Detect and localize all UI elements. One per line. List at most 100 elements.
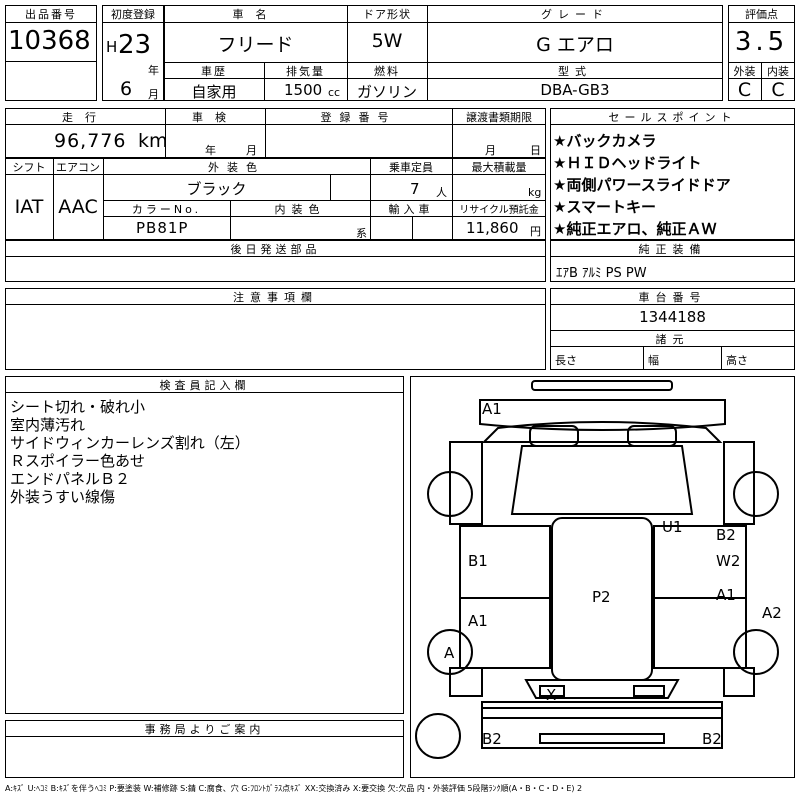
lot-box: [5, 5, 97, 101]
int-label: 内装: [767, 65, 789, 78]
chassis-label: 車台番号: [638, 291, 707, 304]
inspector-note-3: サイドウィンカーレンズ割れ（左）: [10, 434, 250, 452]
later-parts-box: [5, 240, 546, 282]
grade-label: グレード: [541, 8, 609, 21]
inspect-label: 車検: [192, 111, 238, 124]
int-score: C: [771, 79, 785, 101]
history-label: 車歴: [201, 65, 227, 78]
displacement-label: 排気量: [286, 65, 325, 78]
door-type: 5W: [371, 30, 403, 52]
inspector-label: 検査員記入欄: [159, 379, 250, 392]
office-label: 事務局よりご案内: [144, 723, 265, 736]
car-diagram: A1 U1 B2 W2 B1 A1 A2 A1 P2 A X B2 B2: [415, 380, 782, 759]
sales-points-box: [550, 108, 795, 240]
recycle-fee: 11,860: [466, 219, 519, 237]
seats: 7: [410, 180, 420, 198]
sales-point-1: ★バックカメラ: [553, 132, 657, 150]
mark-a-wheel: A: [444, 644, 455, 662]
dims-label: 諸元: [655, 333, 690, 346]
notes-box: [5, 288, 546, 370]
load-unit: kg: [528, 186, 542, 199]
sales-point-3: ★両側パワースライドドア: [553, 176, 731, 194]
shift-label: シフト: [12, 161, 46, 174]
inspector-note-2: 室内薄汚れ: [10, 416, 86, 434]
office-box: [5, 720, 404, 778]
import-label: 輸入車: [388, 203, 434, 216]
mark-b2-right: B2: [716, 526, 736, 544]
recycle-unit: 円: [530, 225, 541, 238]
year-unit: 年: [148, 64, 159, 77]
reg-year: 23: [118, 30, 152, 60]
lot-label: 出品番号: [25, 8, 77, 21]
score-label: 評価点: [745, 8, 778, 21]
car-diagram-box: [410, 376, 795, 778]
mark-a1-top: A1: [482, 400, 502, 418]
ext-color: ブラック: [186, 180, 247, 198]
recycle-label: リサイクル預託金: [459, 205, 539, 216]
mileage-label: 走行: [62, 111, 108, 124]
chassis-box: [550, 288, 795, 370]
load-label: 最大積載量: [471, 161, 527, 174]
mark-b2-bottom-left: B2: [482, 730, 502, 748]
inspector-note-5: エンドパネルＢ２: [10, 470, 131, 488]
inspect-month-unit: 月: [246, 144, 257, 157]
mark-b2-bottom-right: B2: [702, 730, 722, 748]
transfer-day-unit: 日: [530, 144, 541, 157]
door-label: ドア形状: [363, 8, 411, 21]
reg-month: 6: [120, 78, 133, 100]
equipment: ｴｱB ｱﾙﾐ PS PW: [556, 266, 647, 281]
mark-b1: B1: [468, 552, 488, 570]
regno-label: 登録番号: [320, 111, 397, 124]
sales-point-2: ★ＨＩＤヘッドライト: [553, 154, 702, 172]
mark-a2: A2: [762, 604, 782, 622]
width-label: 幅: [648, 354, 659, 367]
seats-label: 乗車定員: [389, 161, 433, 174]
inspector-note-4: Ｒスポイラー色あせ: [10, 452, 146, 470]
fuel: ガソリン: [356, 83, 417, 101]
mark-u1: U1: [662, 518, 683, 536]
history: 自家用: [191, 83, 237, 101]
grade: G エアロ: [536, 34, 614, 56]
mark-x: X: [546, 686, 556, 704]
era: H: [106, 38, 118, 56]
mileage: 96,776: [54, 130, 127, 152]
shift: IAT: [14, 196, 44, 218]
model: DBA-GB3: [540, 81, 610, 99]
mark-p2: P2: [592, 588, 611, 606]
inspector-box: [5, 376, 404, 714]
equipment-box: [550, 240, 795, 282]
model-label: 型式: [558, 65, 592, 78]
car-name-label: 車名: [232, 8, 279, 21]
aircon: AAC: [58, 196, 98, 218]
month-unit: 月: [148, 88, 159, 101]
mileage-unit: km: [138, 130, 168, 152]
mark-w2: W2: [716, 552, 740, 570]
transfer-label: 譲渡書類期限: [466, 111, 532, 124]
car-name: フリード: [217, 34, 294, 56]
sales-point-4: ★スマートキー: [553, 198, 656, 216]
lot-number: 10368: [8, 26, 91, 56]
ext-color-label: 外装色: [208, 161, 265, 174]
mark-a1-rear-right: A1: [716, 586, 736, 604]
displacement: 1500: [284, 81, 323, 99]
int-color-label: 内装色: [274, 203, 326, 216]
name-grade-box: [164, 5, 723, 101]
seats-unit: 人: [436, 186, 447, 199]
ext-score: C: [737, 79, 752, 101]
legend: A:ｷｽﾞ U:ﾍｺﾐ B:ｷｽﾞを伴うﾍｺﾐ P:要塗装 W:補修跡 S:錆 …: [5, 784, 583, 793]
chassis-number: 1344188: [639, 308, 706, 326]
sales-point-5: ★純正エアロ、純正ＡＷ: [553, 220, 717, 238]
color-no: PB81P: [136, 219, 189, 237]
spec-box: [5, 158, 546, 240]
notes-label: 注意事項欄: [233, 291, 318, 304]
score: 3.5: [734, 27, 789, 57]
ac-label: エアコン: [56, 161, 100, 174]
ext-label: 外装: [733, 65, 756, 78]
later-parts-label: 後日発送部品: [230, 243, 321, 256]
mileage-box: [5, 108, 546, 158]
inspect-year-unit: 年: [205, 144, 216, 157]
height-label: 高さ: [726, 354, 748, 367]
first-reg-label: 初度登録: [111, 8, 155, 21]
displacement-unit: cc: [328, 86, 341, 99]
inspector-note-1: シート切れ・破れ小: [10, 398, 146, 416]
